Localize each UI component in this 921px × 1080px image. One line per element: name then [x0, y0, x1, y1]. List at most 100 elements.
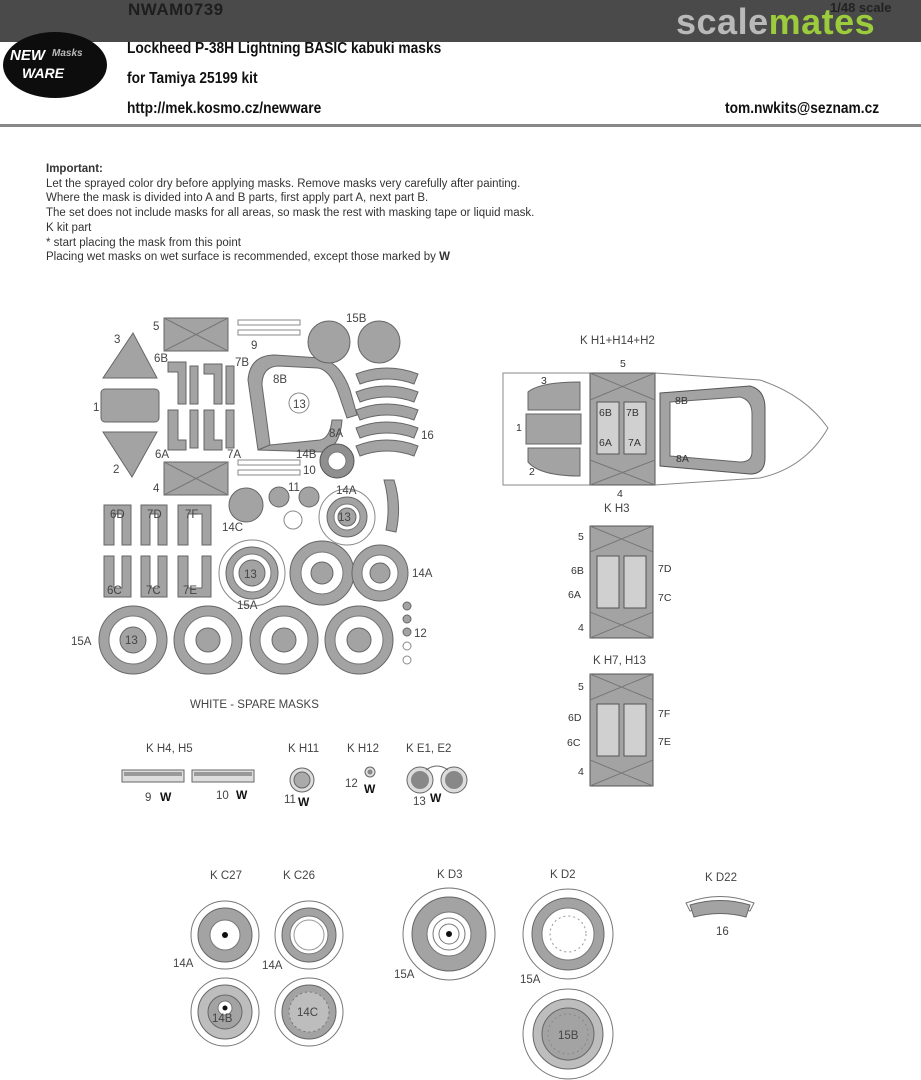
svg-text:WARE: WARE: [22, 65, 65, 81]
svg-text:K C26: K C26: [283, 870, 315, 882]
svg-text:4: 4: [578, 622, 584, 634]
svg-text:14A: 14A: [173, 958, 194, 970]
mask-6A-left: [167, 409, 187, 451]
newware-logo: NEW Masks WARE: [3, 32, 107, 98]
svg-text:2: 2: [113, 464, 119, 476]
wheel-masks: K C27 K C26 K D3 K D2 K D22: [173, 869, 755, 1080]
mask-7E: [177, 555, 212, 598]
mask-6D: [103, 504, 132, 546]
svg-text:11: 11: [288, 482, 300, 494]
svg-text:6C: 6C: [567, 737, 581, 749]
svg-text:5: 5: [578, 681, 584, 693]
svg-text:W: W: [298, 795, 310, 809]
svg-text:7B: 7B: [626, 407, 639, 419]
svg-text:15B: 15B: [346, 313, 367, 325]
svg-text:6A: 6A: [155, 449, 169, 461]
email-link[interactable]: tom.nwkits@seznam.cz: [725, 100, 880, 117]
spare-11: [283, 510, 303, 530]
svg-text:14B: 14B: [296, 449, 317, 461]
mask-7A-right: [225, 409, 235, 449]
svg-text:K H7, H13: K H7, H13: [593, 655, 646, 667]
spare-12b: [402, 655, 412, 665]
svg-text:7D: 7D: [658, 563, 672, 575]
svg-text:14A: 14A: [336, 485, 357, 497]
mask-8B: [247, 354, 358, 451]
svg-text:13: 13: [125, 635, 138, 647]
mask-12a: [402, 601, 412, 611]
svg-text:9: 9: [145, 792, 151, 804]
product-title: Lockheed P-38H Lightning BASIC kabuki ma…: [127, 40, 442, 57]
svg-text:15A: 15A: [520, 974, 541, 986]
mask-7C: [140, 555, 168, 598]
svg-text:K D2: K D2: [550, 869, 576, 881]
mask-13: [337, 507, 357, 527]
mask-7A-left: [203, 409, 223, 451]
svg-text:6A: 6A: [599, 437, 612, 449]
svg-text:K H11: K H11: [288, 743, 319, 755]
svg-text:12: 12: [345, 778, 358, 790]
mask-1: [100, 388, 160, 423]
header-divider: [0, 124, 921, 127]
svg-text:3: 3: [541, 375, 547, 387]
svg-text:14C: 14C: [222, 522, 243, 534]
product-code: NWAM0739: [128, 0, 224, 19]
svg-text:7C: 7C: [146, 585, 161, 597]
svg-text:2: 2: [529, 466, 535, 478]
h3-diagram: K H3 5 6B 7D 6A 7C 4: [568, 503, 672, 639]
svg-text:7F: 7F: [658, 708, 670, 720]
svg-text:7E: 7E: [183, 585, 197, 597]
svg-text:7F: 7F: [185, 509, 198, 521]
svg-text:6B: 6B: [599, 407, 612, 419]
important-heading: Important:: [46, 163, 103, 175]
svg-text:11: 11: [284, 794, 296, 806]
mask-9a: [237, 319, 301, 326]
svg-text:7B: 7B: [235, 357, 249, 369]
website-link[interactable]: http://mek.kosmo.cz/newware: [127, 100, 322, 117]
spare-masks-caption: WHITE - SPARE MASKS: [190, 699, 319, 711]
mask-7F: [177, 504, 212, 546]
mask-6B-right: [189, 365, 199, 405]
svg-text:4: 4: [617, 488, 623, 500]
svg-text:8B: 8B: [675, 395, 688, 407]
mask-12b: [402, 614, 412, 624]
spare-12a: [402, 641, 412, 651]
instructions: Important: Let the sprayed color dry bef…: [46, 162, 534, 265]
svg-text:16: 16: [421, 430, 434, 442]
mask-sheet-labels: 3 5 15B 9 6B 7B 8B 13 1 8A 16 6A 7A 14B …: [71, 313, 434, 711]
mask-12c: [402, 627, 412, 637]
svg-text:8B: 8B: [273, 374, 287, 386]
svg-text:K C27: K C27: [210, 870, 242, 882]
mask-7B-left: [203, 363, 223, 405]
svg-text:5: 5: [620, 358, 626, 370]
mask-15B-2: [357, 320, 401, 364]
canopy-diagram: K H1+H14+H2 5 3 6B 7B 8B 1 6A 7A 8A 2 4: [502, 335, 829, 500]
brand-watermark: scalemates: [676, 1, 876, 42]
note-line: * start placing the mask from this point: [46, 236, 241, 249]
mask-7D: [140, 504, 168, 546]
mask-sheet-parts: [98, 317, 419, 675]
svg-text:6B: 6B: [154, 353, 168, 365]
svg-text:4: 4: [153, 483, 160, 495]
svg-text:7A: 7A: [628, 437, 641, 449]
spare-13: [288, 392, 310, 414]
mask-15B-1: [307, 320, 351, 364]
svg-text:8A: 8A: [676, 453, 689, 465]
mask-2: [102, 431, 158, 478]
svg-text:14A: 14A: [412, 568, 433, 580]
svg-text:14B: 14B: [212, 1013, 233, 1025]
svg-text:14C: 14C: [297, 1007, 318, 1019]
scale-label: 1/48 scale: [830, 0, 892, 15]
mask-4: [163, 461, 229, 496]
svg-text:13: 13: [338, 512, 351, 524]
mask-6A-right: [189, 409, 199, 449]
mask-14C: [228, 487, 264, 523]
svg-text:K H1+H14+H2: K H1+H14+H2: [580, 335, 655, 347]
svg-text:10: 10: [303, 465, 316, 477]
note-line: Where the mask is divided into A and B p…: [46, 192, 429, 205]
svg-text:NEW: NEW: [10, 47, 47, 64]
h7-diagram: K H7, H13 5 6D 7F 6C 7E 4: [567, 655, 671, 787]
note-line: K kit part: [46, 221, 92, 234]
svg-text:15A: 15A: [71, 636, 92, 648]
svg-text:1: 1: [516, 422, 522, 434]
